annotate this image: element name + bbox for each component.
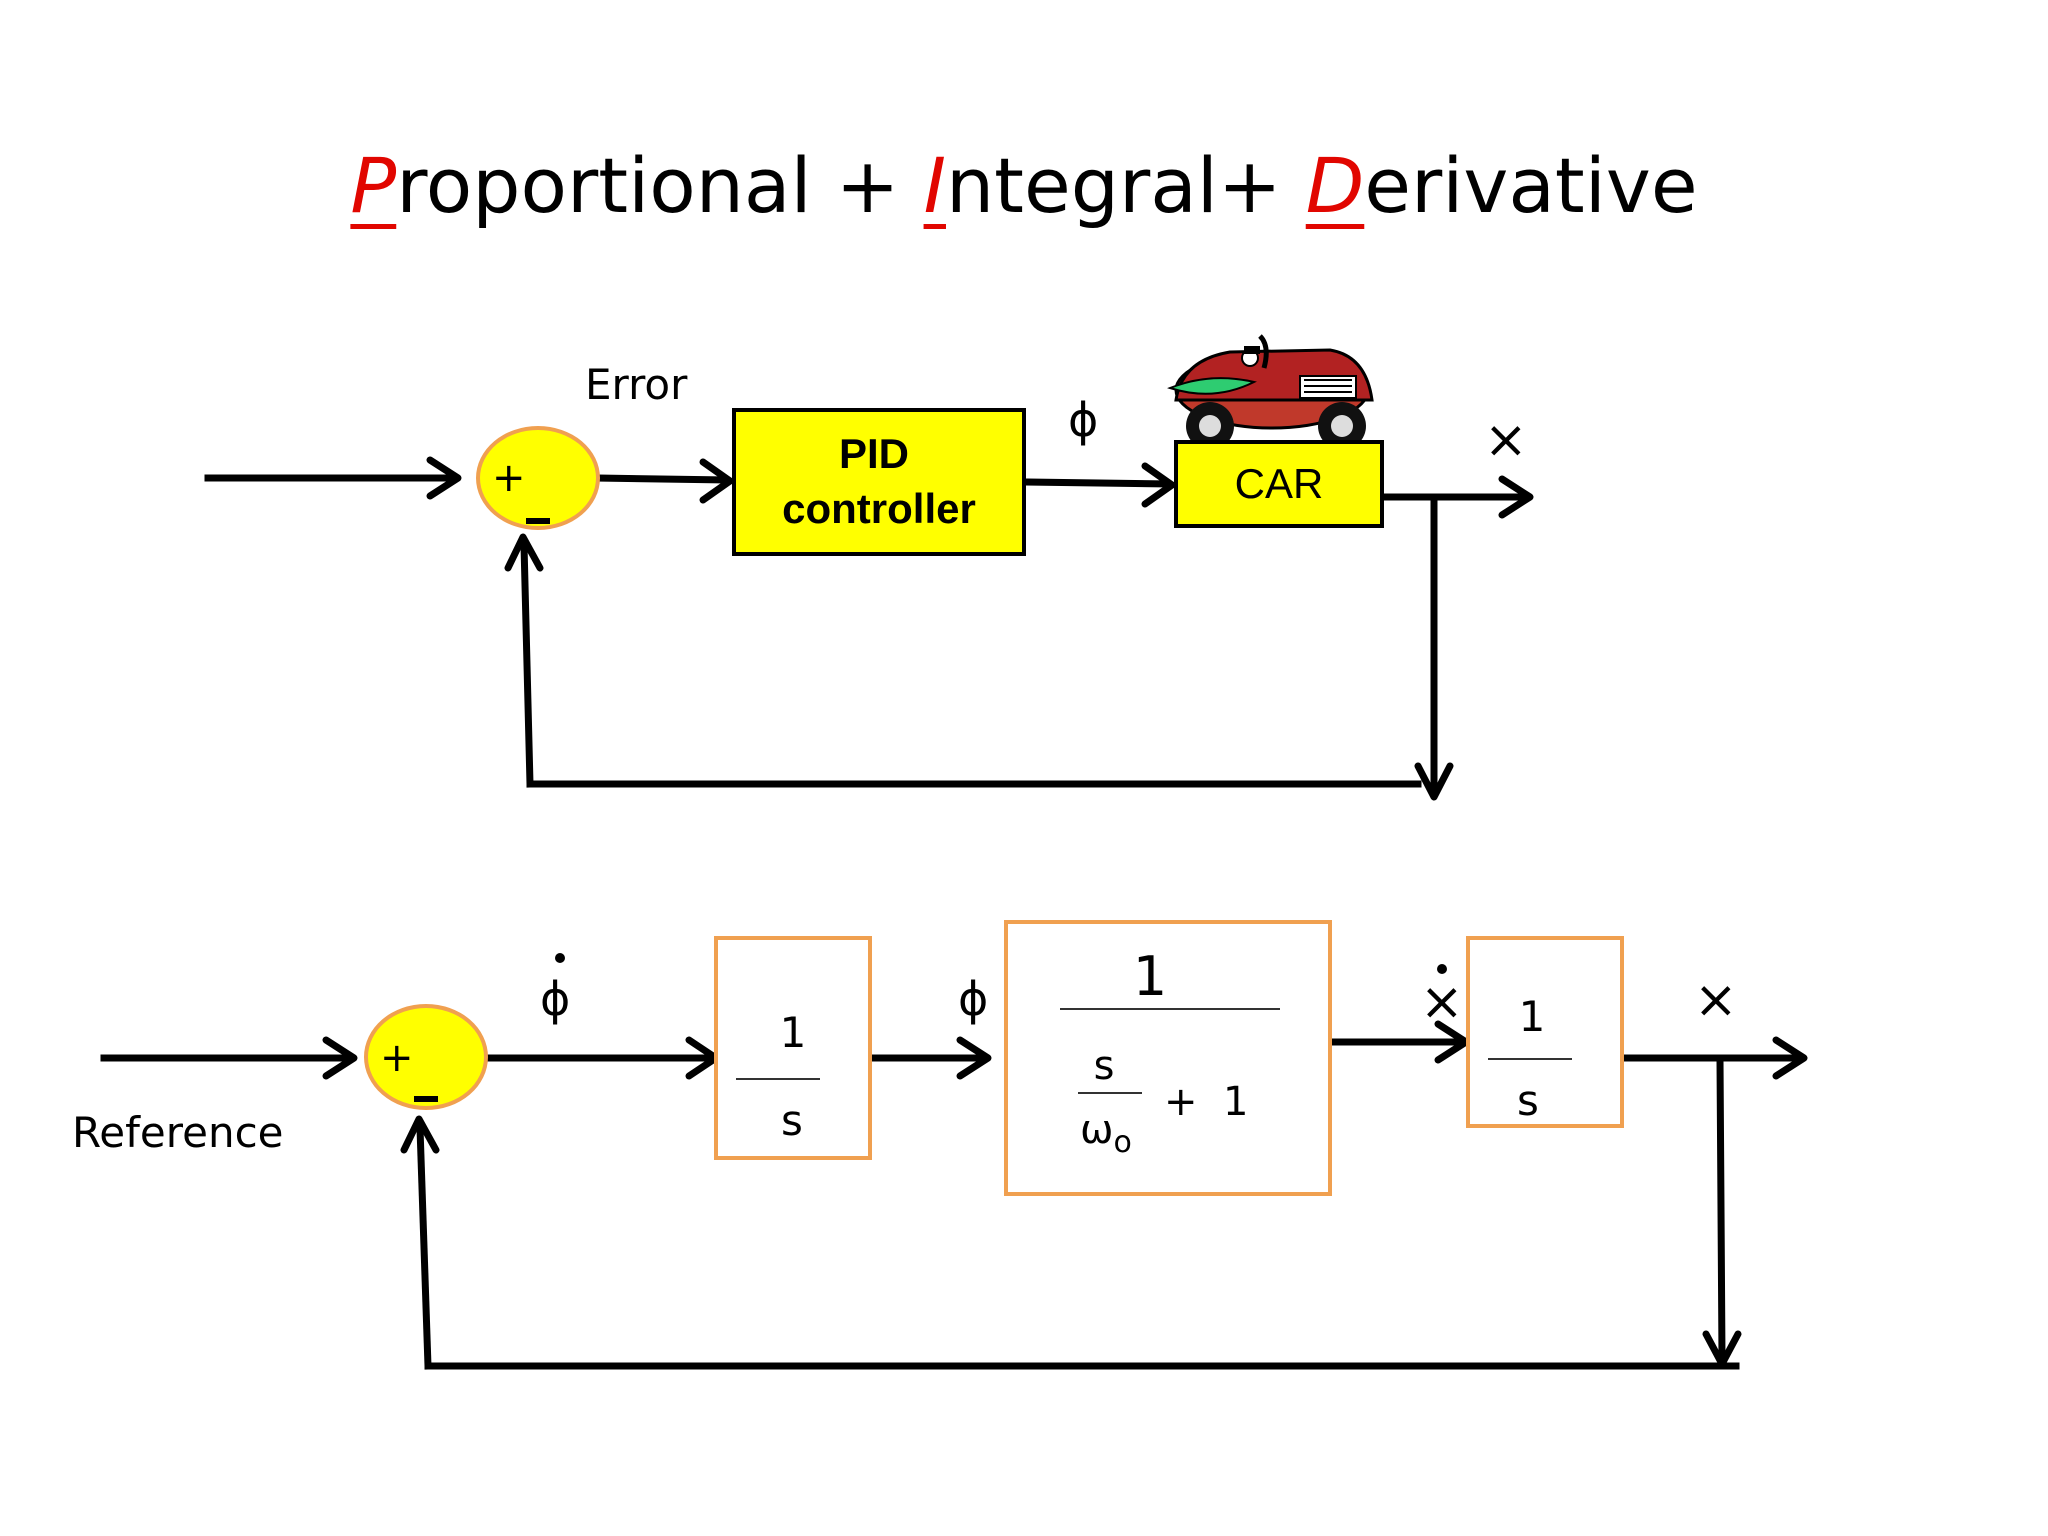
title-p-rest: roportional +: [396, 141, 924, 230]
integrator1-denominator: s: [781, 1096, 803, 1145]
plant-omega-base: ω: [1080, 1107, 1114, 1153]
bottom-phidot-label: ϕ: [540, 972, 571, 1026]
x-dot-marker: [1437, 964, 1447, 974]
pid-label: PID: [838, 430, 909, 478]
bottom-xdot-label: ×: [1420, 972, 1464, 1032]
plant-omega-sub: o: [1113, 1125, 1132, 1160]
top-output-x-label: ×: [1484, 410, 1528, 470]
race-car-icon: [1167, 334, 1374, 450]
top-summing-junction: +: [476, 426, 600, 530]
car-block: CAR: [1174, 440, 1384, 528]
top-sum-plus: +: [492, 455, 526, 501]
title-i: I: [923, 141, 946, 230]
slide-title: Proportional + Integral+ Derivative: [0, 148, 2048, 224]
integrator2-denominator: s: [1517, 1076, 1539, 1125]
plant-fraction-bar: [1060, 1008, 1280, 1010]
integrator1-fraction-bar: [736, 1078, 820, 1080]
bottom-phi-label: ϕ: [958, 972, 989, 1026]
plant-inner-fraction-bar: [1078, 1092, 1142, 1094]
top-output-arrowhead: [1498, 475, 1534, 519]
plant-block: 1 s ωo + 1: [1004, 920, 1332, 1196]
top-error-line: [594, 474, 729, 484]
bottom-output-arrowhead: [1772, 1036, 1808, 1080]
bottom-sum-minus: [414, 1096, 438, 1102]
top-feedback-down-arrowhead: [1414, 762, 1454, 801]
title-p: P: [350, 141, 397, 230]
reference-label: Reference: [72, 1108, 284, 1157]
integrator1-numerator: 1: [779, 1008, 807, 1057]
integrator2-block: 1 s: [1466, 936, 1624, 1128]
bottom-output-x-label: ×: [1694, 970, 1738, 1030]
bottom-feedback-up: [416, 1124, 432, 1370]
car-label: CAR: [1234, 460, 1324, 507]
top-feedback-up: [520, 541, 534, 788]
bottom-sum-plus: +: [380, 1035, 414, 1081]
plant-numerator: 1: [1132, 945, 1168, 1008]
pid-controller-block: PID controller: [732, 408, 1026, 556]
phi-dot-marker: [555, 953, 565, 963]
bottom-phi-arrowhead: [956, 1036, 992, 1080]
bottom-summing-junction: +: [364, 1004, 488, 1110]
top-phi-line: [1024, 478, 1172, 488]
integrator2-fraction-bar: [1488, 1058, 1572, 1060]
integrator1-block: 1 s: [714, 936, 872, 1160]
controller-label: controller: [782, 485, 976, 532]
title-d-rest: erivative: [1364, 141, 1698, 230]
top-error-arrowhead: [699, 458, 734, 504]
bottom-input-arrowhead: [322, 1036, 358, 1080]
title-i-rest: ntegral+: [945, 141, 1306, 230]
bottom-feedback-up-arrowhead: [400, 1115, 440, 1154]
plant-omega: ωo: [1080, 1110, 1132, 1158]
top-phi-arrowhead: [1141, 462, 1176, 508]
plant-den-numerator: s: [1093, 1043, 1115, 1089]
integrator2-numerator: 1: [1518, 992, 1546, 1041]
top-input-arrowhead: [426, 456, 462, 500]
title-d: D: [1305, 141, 1365, 230]
error-label: Error: [585, 360, 688, 409]
bottom-feedback-down: [1716, 1056, 1726, 1362]
top-sum-minus: [526, 518, 550, 524]
top-feedback-up-arrowhead: [504, 533, 544, 572]
plant-den-plus-one: + 1: [1164, 1079, 1249, 1125]
top-phi-label: ϕ: [1068, 393, 1099, 447]
